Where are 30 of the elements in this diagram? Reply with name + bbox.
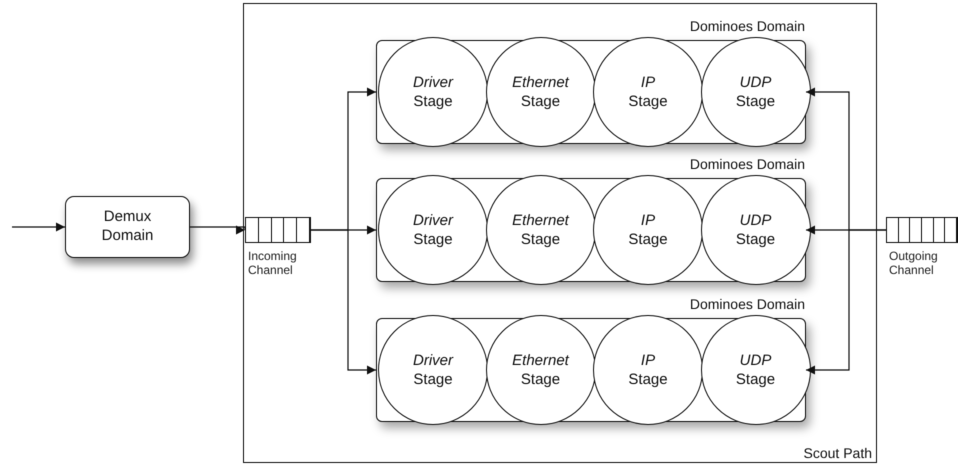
- domain-label: Demux Domain: [100, 208, 154, 246]
- arrow: [12, 222, 65, 232]
- stage-label: Driver Stage: [412, 350, 454, 390]
- arrow: [806, 229, 886, 374]
- domain-label: Dominoes Domain: [690, 296, 805, 312]
- stage-circle: [700, 315, 810, 425]
- stage-label: IP Stage: [627, 210, 669, 250]
- stage-label: Ethernet Stage: [511, 72, 570, 112]
- arrow: [311, 229, 376, 374]
- domain-box: [65, 196, 190, 258]
- stage-label: Ethernet Stage: [511, 350, 570, 390]
- stage-circle: [378, 175, 488, 285]
- stage-label: IP Stage: [627, 72, 669, 112]
- stage-circle: [378, 315, 488, 425]
- channel-label: Incoming Channel: [248, 249, 298, 278]
- stage-circle: [700, 37, 810, 147]
- path-frame: [243, 3, 877, 463]
- domain-label: Dominoes Domain: [690, 156, 805, 172]
- domain-label: Dominoes Domain: [690, 18, 805, 34]
- stage-label: UDP Stage: [734, 350, 776, 390]
- stage-label: Driver Stage: [412, 72, 454, 112]
- channel-label: Outgoing Channel: [889, 249, 939, 278]
- stage-label: Ethernet Stage: [511, 210, 570, 250]
- stage-circle: [378, 37, 488, 147]
- stage-label: IP Stage: [627, 350, 669, 390]
- stage-label: Driver Stage: [412, 210, 454, 250]
- stage-label: UDP Stage: [734, 72, 776, 112]
- stage-label: UDP Stage: [734, 210, 776, 250]
- frame-label: Scout Path: [804, 445, 872, 461]
- stage-circle: [700, 175, 810, 285]
